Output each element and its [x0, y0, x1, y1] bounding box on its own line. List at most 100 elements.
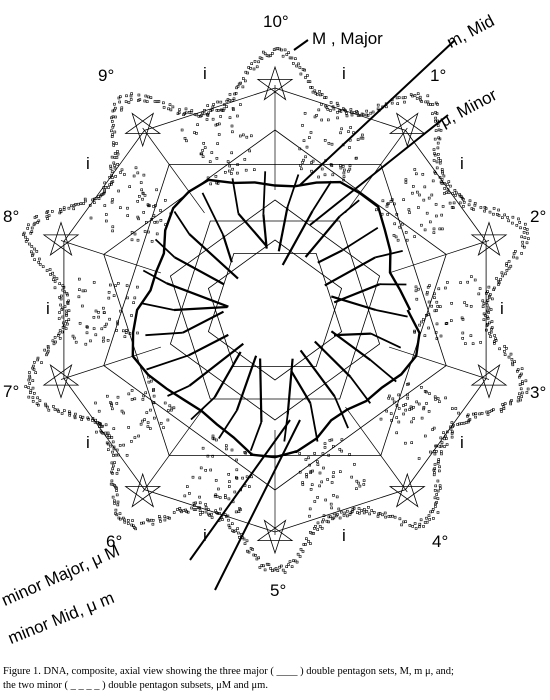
dot-mark: [515, 369, 519, 373]
dot-mark: [62, 321, 65, 325]
dot-mark: [60, 294, 63, 298]
dot-mark: [499, 278, 502, 281]
dot-mark: [206, 113, 209, 116]
dot-mark: [125, 329, 128, 332]
dot-mark: [145, 411, 149, 414]
pentagram-motif: [42, 363, 80, 399]
base-pair-line: [166, 282, 229, 308]
dot-mark: [283, 571, 287, 574]
dot-mark: [89, 339, 92, 343]
dot-mark: [413, 522, 417, 525]
dot-mark: [440, 441, 444, 444]
dot-mark: [122, 443, 125, 447]
dot-mark: [422, 198, 426, 202]
dot-mark: [55, 277, 59, 280]
dot-mark: [66, 322, 69, 326]
dot-mark: [88, 204, 92, 207]
dot-mark: [381, 513, 384, 517]
spoke-line: [388, 240, 490, 274]
dot-mark: [162, 101, 165, 105]
dot-mark: [127, 101, 131, 104]
dot-mark: [482, 302, 486, 306]
dot-mark: [421, 173, 425, 176]
dot-mark: [436, 305, 440, 308]
dot-mark: [331, 517, 334, 521]
dot-mark: [140, 188, 143, 192]
dot-mark: [95, 430, 98, 434]
i-mark: i: [342, 64, 346, 83]
dot-mark: [199, 512, 202, 516]
dot-mark: [35, 215, 39, 218]
dot-mark: [231, 167, 234, 171]
dot-mark: [141, 419, 144, 423]
dot-mark: [418, 522, 422, 526]
dot-mark: [448, 201, 452, 205]
dot-mark: [338, 470, 342, 474]
dot-mark: [109, 401, 112, 404]
dot-mark: [417, 457, 421, 460]
dot-mark: [114, 512, 117, 515]
dot-mark: [245, 135, 249, 139]
dot-mark: [488, 210, 492, 214]
dot-mark: [258, 566, 262, 569]
dot-mark: [316, 496, 319, 499]
dot-mark: [415, 297, 419, 301]
dot-mark: [248, 485, 251, 488]
dot-mark: [430, 304, 434, 308]
dot-mark: [107, 290, 111, 294]
dot-mark: [318, 90, 321, 93]
dot-mark: [243, 450, 247, 454]
dot-mark: [111, 450, 114, 454]
dot-mark: [167, 409, 170, 412]
dot-mark: [427, 102, 430, 106]
dot-mark: [517, 375, 521, 379]
dot-mark: [478, 287, 482, 290]
dot-mark: [336, 116, 339, 120]
dot-mark: [327, 515, 331, 519]
dot-mark: [350, 475, 354, 479]
dot-mark: [458, 201, 462, 205]
dot-mark: [265, 562, 269, 566]
dot-mark: [169, 108, 173, 112]
dot-mark: [460, 422, 464, 425]
dot-mark: [123, 173, 126, 176]
dot-mark: [434, 116, 437, 120]
dot-mark: [224, 496, 227, 500]
dot-mark: [486, 290, 490, 294]
dot-mark: [271, 569, 274, 573]
dot-mark: [172, 406, 176, 410]
dot-mark: [420, 100, 423, 103]
dot-mark: [146, 425, 150, 428]
dot-mark: [86, 416, 90, 420]
thick-backbone-lines: [131, 171, 421, 459]
dot-mark: [404, 403, 408, 406]
dot-mark: [443, 445, 446, 448]
dot-mark: [56, 408, 60, 412]
dot-mark: [432, 227, 436, 231]
dot-mark: [212, 437, 216, 441]
dot-mark: [450, 301, 453, 305]
dot-mark: [350, 113, 354, 117]
dot-mark: [263, 568, 267, 572]
dot-mark: [113, 499, 116, 503]
dot-mark: [335, 495, 339, 499]
dot-mark: [459, 281, 462, 284]
dot-mark: [438, 137, 442, 141]
dot-mark: [356, 511, 359, 514]
dot-mark: [397, 420, 401, 424]
dot-mark: [244, 79, 247, 83]
dot-mark: [176, 508, 179, 511]
dot-mark: [362, 508, 366, 511]
dot-mark: [109, 167, 113, 170]
dot-mark: [60, 412, 64, 415]
dot-mark: [357, 481, 360, 485]
dot-mark: [432, 148, 436, 151]
dot-mark: [521, 244, 525, 248]
dot-mark: [361, 136, 365, 140]
dot-mark: [434, 203, 438, 206]
dot-mark: [141, 191, 145, 195]
dot-mark: [113, 156, 117, 159]
dot-mark: [493, 334, 496, 337]
dot-mark: [287, 51, 290, 55]
dot-mark: [305, 472, 308, 476]
